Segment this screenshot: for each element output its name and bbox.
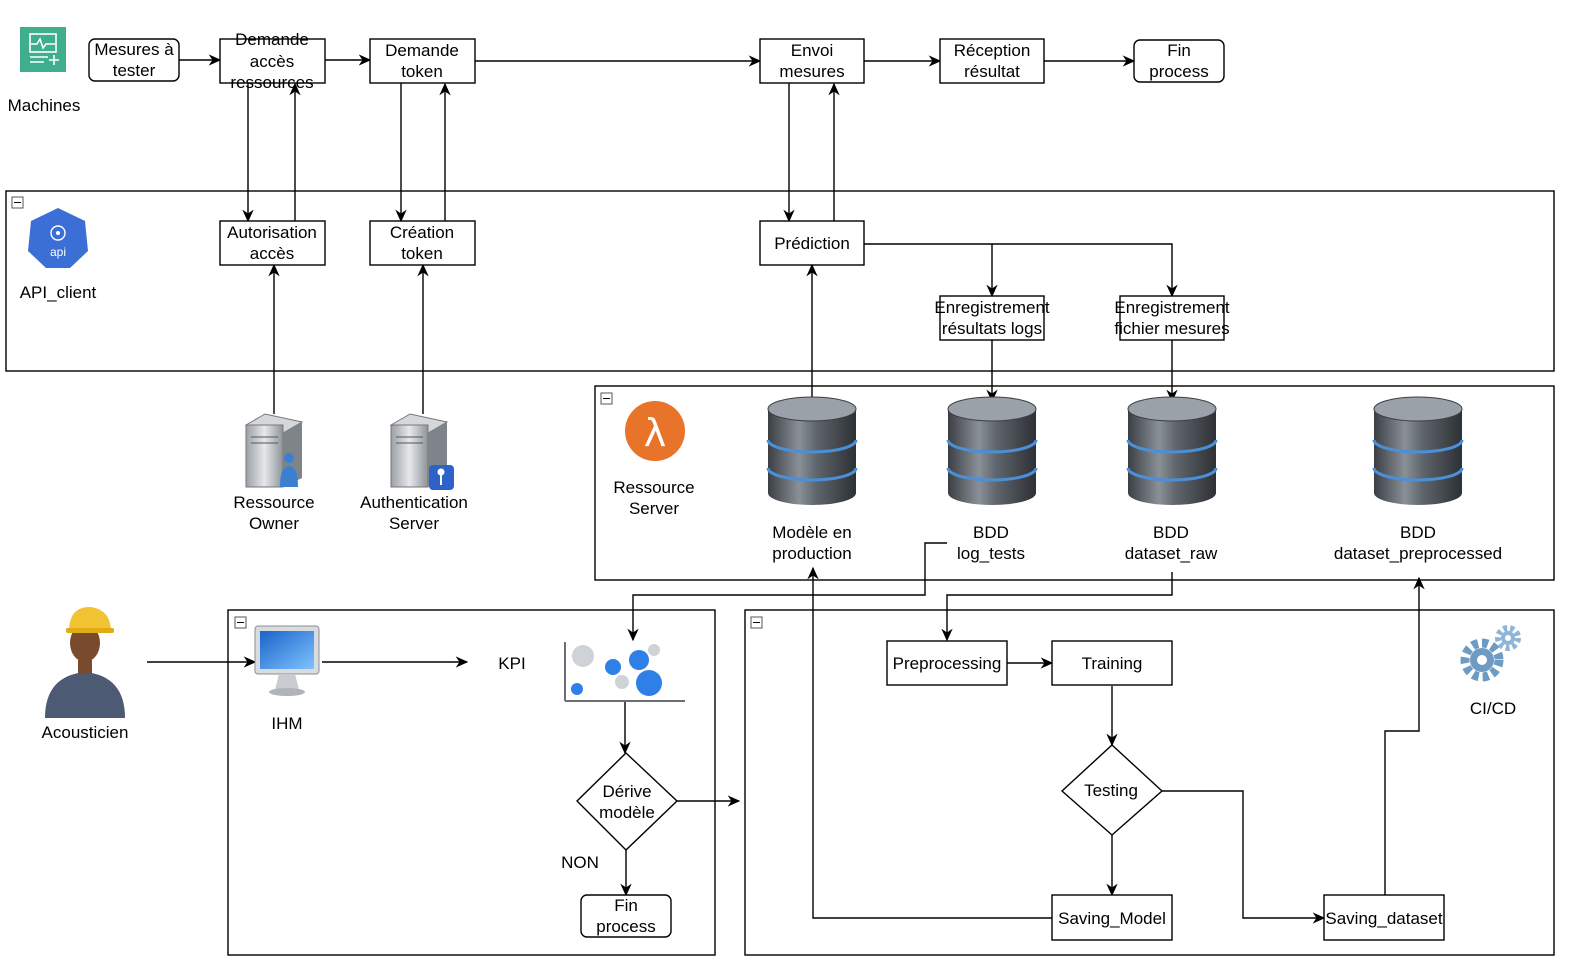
collapse-toggle-ihm[interactable] — [234, 616, 247, 629]
node-creation-line-1: Création — [390, 223, 454, 242]
ihm-container — [227, 609, 716, 956]
node-training[interactable]: Training — [1051, 640, 1173, 686]
node-saving-model-label: Saving_Model — [1058, 909, 1166, 928]
node-enreg-logs-line-2: résultats logs — [942, 319, 1042, 338]
node-enreg-logs-line-1: Enregistrement — [934, 298, 1050, 317]
kpi-label: KPI — [498, 654, 525, 673]
node-enreg-mesures-line-2: fichier mesures — [1114, 319, 1229, 338]
lambda-icon: λ — [625, 401, 685, 461]
auth-server-label-2: Server — [389, 514, 439, 533]
node-saving-dataset-label: Saving_dataset — [1325, 909, 1442, 928]
acousticien-icon — [45, 606, 125, 718]
node-autorisation-acces[interactable]: Autorisation accès — [219, 220, 326, 266]
ressource-server-label-1: Ressource — [613, 478, 694, 497]
database-modele-icon — [766, 396, 858, 505]
node-training-label: Training — [1082, 654, 1143, 673]
node-reception-line-1: Réception — [954, 41, 1031, 60]
cicd-container — [744, 609, 1555, 956]
auth-server-label-1: Authentication — [360, 493, 468, 512]
database-logs-icon — [946, 396, 1038, 505]
node-saving-dataset[interactable]: Saving_dataset — [1323, 894, 1445, 941]
acousticien-label: Acousticien — [42, 723, 129, 742]
node-enregistrement-mesures[interactable]: Enregistrement fichier mesures — [1114, 295, 1230, 341]
ihm-monitor-icon[interactable] — [254, 625, 320, 696]
ihm-label: IHM — [271, 714, 302, 733]
collapse-toggle-server[interactable] — [600, 392, 613, 405]
node-fin-process-bottom[interactable]: Fin process — [580, 894, 672, 938]
db-raw-label-1: BDD — [1153, 523, 1189, 542]
ressource-owner-server-icon — [244, 413, 304, 488]
node-fin-bottom-line-2: process — [596, 917, 656, 936]
node-reception-resultat[interactable]: Réception résultat — [939, 38, 1045, 84]
edges — [147, 54, 1425, 924]
node-fin-top-line-2: process — [1149, 62, 1209, 81]
node-testing-label: Testing — [1084, 781, 1138, 800]
api-icon-text: api — [50, 245, 66, 259]
node-fin-top-line-1: Fin — [1167, 41, 1191, 60]
api-client-container — [5, 190, 1555, 372]
node-creation-token[interactable]: Création token — [369, 220, 476, 266]
node-testing[interactable]: Testing — [1060, 744, 1164, 836]
api-icon: api — [28, 208, 88, 268]
node-mesures-line-1: Mesures à — [94, 40, 174, 59]
machines-label: Machines — [8, 96, 81, 115]
node-envoi-line-1: Envoi — [791, 41, 834, 60]
node-envoi-line-2: mesures — [779, 62, 844, 81]
ressource-owner-label-2: Owner — [249, 514, 299, 533]
node-demande-token-line-1: Demande — [385, 41, 459, 60]
ressource-server-label-2: Server — [629, 499, 679, 518]
node-demande-token-line-2: token — [401, 62, 443, 81]
node-demande-acces-line-2: accès — [250, 52, 294, 71]
node-derive-modele[interactable]: Dérive modèle — [576, 752, 679, 851]
authentication-server-icon — [389, 413, 454, 490]
collapse-toggle-cicd[interactable] — [750, 616, 763, 629]
node-derive-line-1: Dérive — [602, 782, 651, 801]
db-logs-label-2: log_tests — [957, 544, 1025, 563]
node-demande-token[interactable]: Demande token — [369, 38, 476, 84]
node-demande-acces-ressources[interactable]: Demande accès ressources — [219, 30, 326, 92]
db-logs-label-1: BDD — [973, 523, 1009, 542]
database-raw-icon — [1126, 396, 1218, 505]
node-preprocessing[interactable]: Preprocessing — [886, 640, 1008, 686]
node-enreg-mesures-line-1: Enregistrement — [1114, 298, 1230, 317]
node-creation-line-2: token — [401, 244, 443, 263]
node-mesures-line-2: tester — [113, 61, 156, 80]
lambda-glyph: λ — [644, 411, 667, 455]
db-modele-label-1: Modèle en — [772, 523, 851, 542]
api-client-label: API_client — [20, 283, 97, 302]
database-preprocessed-icon — [1372, 396, 1464, 505]
db-modele-label-2: production — [772, 544, 851, 563]
node-enregistrement-logs[interactable]: Enregistrement résultats logs — [934, 295, 1050, 341]
node-derive-line-2: modèle — [599, 803, 655, 822]
node-envoi-mesures[interactable]: Envoi mesures — [759, 38, 865, 84]
cicd-label: CI/CD — [1470, 699, 1516, 718]
node-fin-process-top[interactable]: Fin process — [1133, 39, 1225, 83]
node-prediction[interactable]: Prédiction — [759, 220, 865, 266]
node-preprocessing-label: Preprocessing — [893, 654, 1002, 673]
db-raw-label-2: dataset_raw — [1125, 544, 1218, 563]
machines-icon — [20, 27, 66, 72]
node-autorisation-line-1: Autorisation — [227, 223, 317, 242]
node-saving-model[interactable]: Saving_Model — [1051, 894, 1173, 941]
collapse-toggle-api[interactable] — [11, 196, 24, 209]
node-demande-acces-line-1: Demande — [235, 30, 309, 49]
node-prediction-label: Prédiction — [774, 234, 850, 253]
node-mesures-a-tester[interactable]: Mesures à tester — [88, 38, 180, 82]
node-reception-line-2: résultat — [964, 62, 1020, 81]
node-autorisation-line-2: accès — [250, 244, 294, 263]
node-fin-bottom-line-1: Fin — [614, 896, 638, 915]
non-label: NON — [561, 853, 599, 872]
cicd-gears-icon — [1460, 625, 1521, 682]
ressource-server-container — [594, 385, 1555, 581]
db-preprocessed-label-2: dataset_preprocessed — [1334, 544, 1502, 563]
kpi-bubble-chart-icon[interactable] — [564, 642, 685, 702]
ressource-owner-label-1: Ressource — [233, 493, 314, 512]
db-preprocessed-label-1: BDD — [1400, 523, 1436, 542]
node-demande-acces-line-3: ressources — [230, 73, 313, 92]
